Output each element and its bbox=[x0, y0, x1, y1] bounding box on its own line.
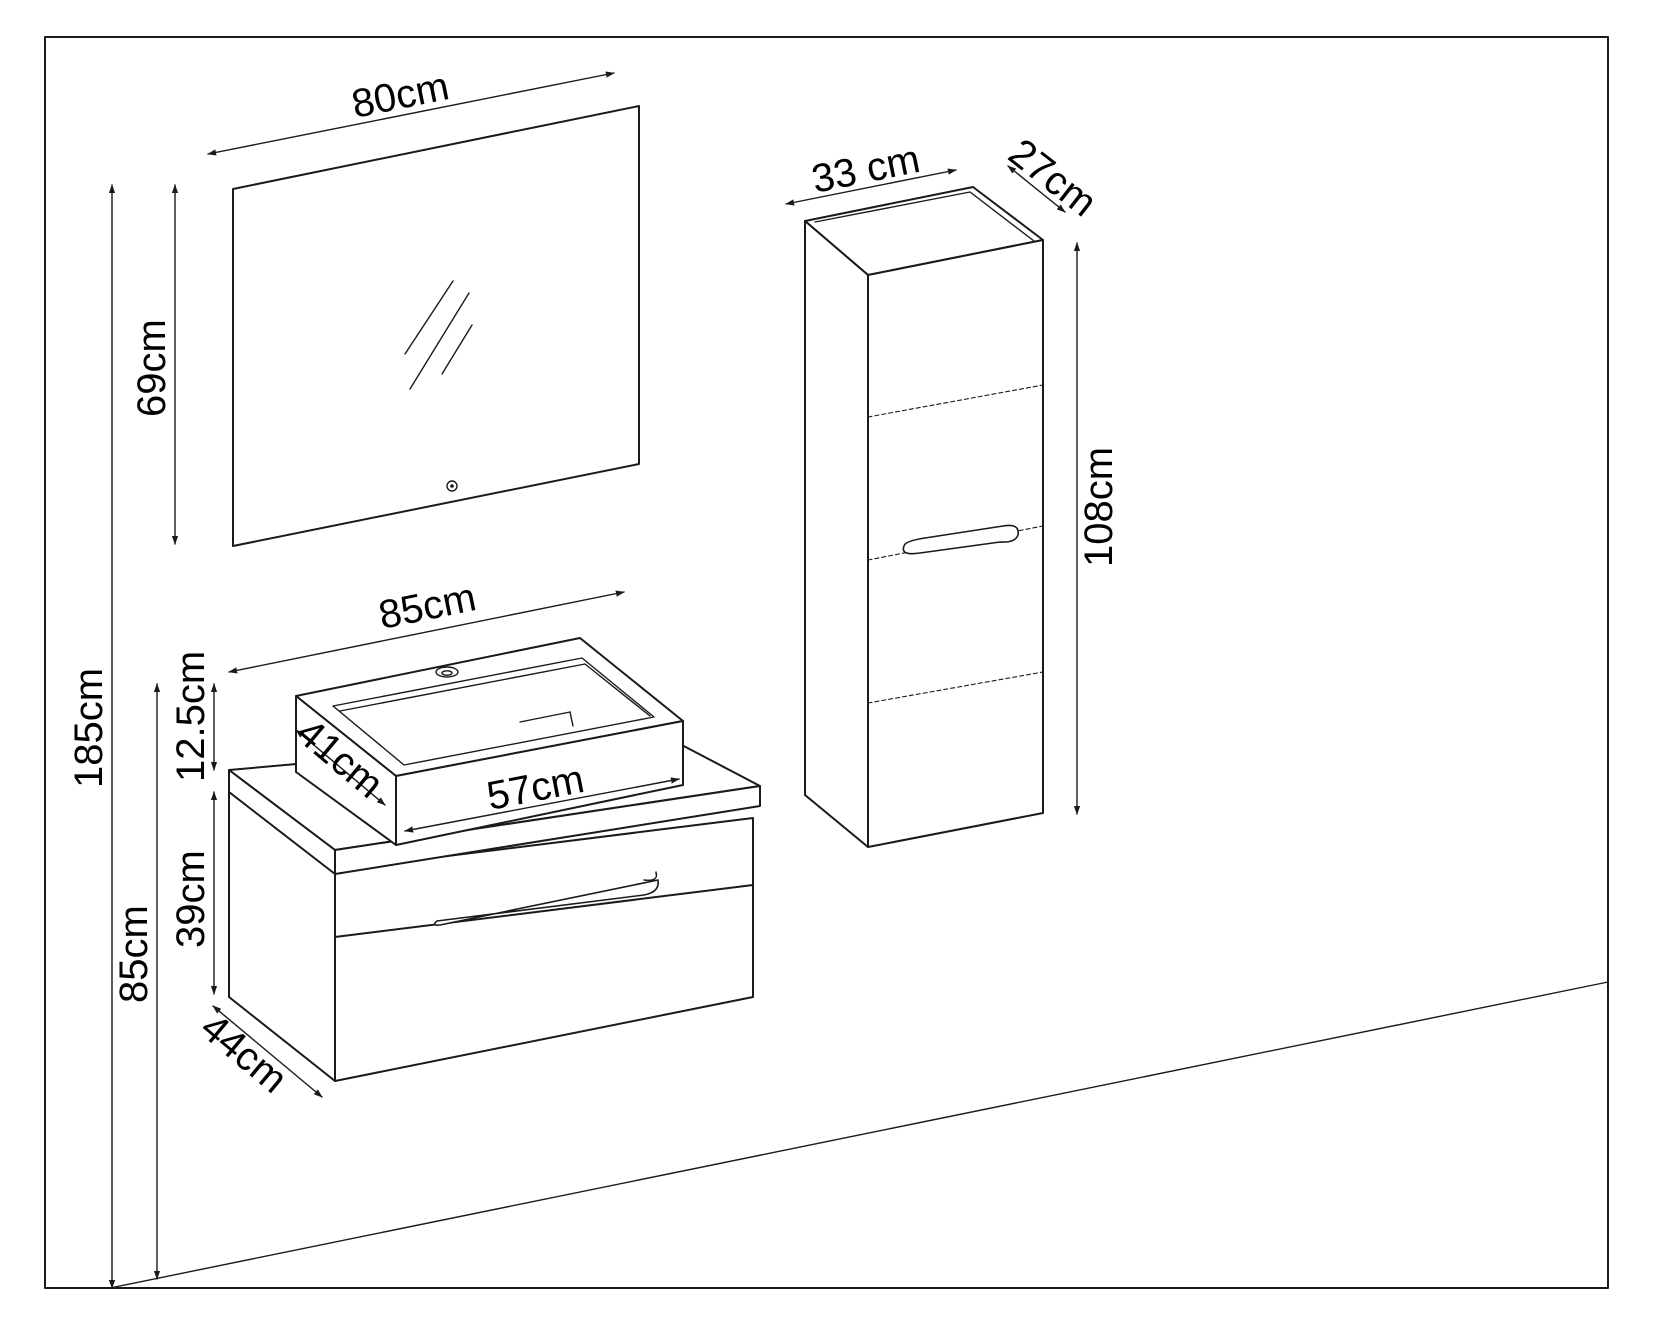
label-total-height: 185cm bbox=[67, 668, 111, 788]
lower-drawer-handle bbox=[433, 879, 660, 926]
label-cabinet-width: 85cm bbox=[375, 575, 480, 638]
tall-cabinet-side-face bbox=[804, 220, 869, 848]
dim-line-basin-depth bbox=[295, 729, 386, 806]
mirror-touch-switch-dot bbox=[450, 484, 454, 488]
basin-bowl-drain-ledge bbox=[519, 711, 571, 723]
dim-line-cabinet-depth bbox=[212, 1005, 323, 1098]
dimension-lines bbox=[108, 71, 1081, 1289]
room-outline bbox=[44, 36, 1609, 1289]
dim-line-basin-width bbox=[404, 777, 680, 833]
tall-cabinet-shelf bbox=[867, 671, 1044, 704]
tall-cabinet-handle bbox=[902, 524, 1020, 555]
upper-drawer-handle bbox=[643, 871, 658, 882]
label-mirror-height: 69cm bbox=[130, 319, 174, 417]
label-tall-unit-width: 33 cm bbox=[808, 137, 924, 202]
dim-line-mirror-width bbox=[207, 71, 615, 156]
label-cabinet-height: 39cm bbox=[169, 850, 213, 948]
mirror-touch-switch-icon bbox=[446, 480, 458, 492]
label-mount-height: 85cm bbox=[112, 905, 156, 1003]
mirror bbox=[232, 105, 640, 547]
wall-frame bbox=[44, 36, 1609, 1289]
basin-bowl-drain-ledge bbox=[569, 711, 574, 727]
floor-line bbox=[109, 981, 1609, 1289]
drawer-divider bbox=[334, 884, 754, 938]
tall-cabinet-top-inner-edge bbox=[814, 191, 1035, 242]
label-basin-height: 12.5cm bbox=[169, 651, 213, 782]
dim-line-tall-unit-width bbox=[785, 168, 957, 206]
label-mirror-width: 80cm bbox=[348, 64, 453, 127]
label-tall-unit-depth: 27cm bbox=[1000, 130, 1104, 225]
mirror-glare-line bbox=[409, 292, 470, 390]
mirror-glare-line bbox=[441, 324, 473, 375]
dim-line-tall-unit-depth bbox=[1007, 165, 1066, 213]
label-tall-unit-height: 108cm bbox=[1077, 447, 1121, 567]
mirror-glare-line bbox=[404, 280, 454, 355]
tall-cabinet bbox=[804, 186, 1044, 848]
tall-cabinet-shelf bbox=[867, 384, 1044, 418]
mirror-panel bbox=[232, 105, 640, 547]
dim-line-cabinet-width bbox=[228, 590, 625, 674]
